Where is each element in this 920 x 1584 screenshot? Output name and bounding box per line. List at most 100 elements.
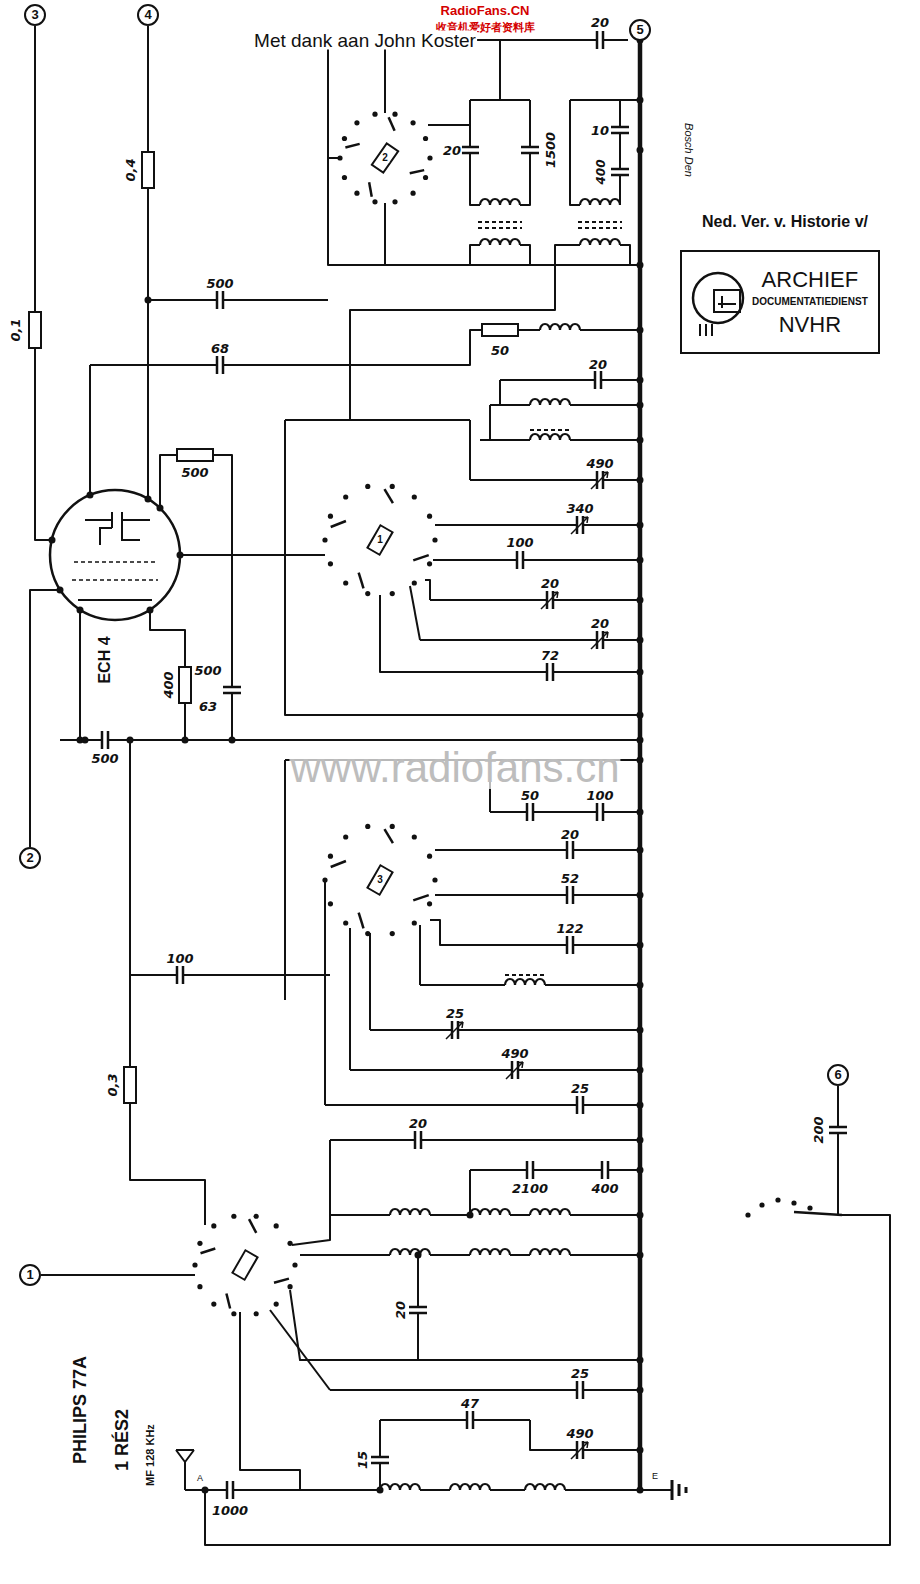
wire: [130, 974, 330, 976]
wire: [640, 1489, 672, 1491]
capacitor-value: 500: [205, 277, 234, 290]
wire: [420, 984, 640, 986]
junction-dot: [637, 1027, 644, 1034]
tube-pin: [177, 552, 184, 559]
wire: [619, 100, 621, 205]
switch-contact: [745, 1212, 750, 1217]
switch-contact: [427, 155, 432, 160]
wire: [620, 245, 630, 265]
capacitor-gap: [596, 803, 604, 821]
wire: [147, 26, 149, 499]
wire: [400, 671, 640, 673]
wire: [35, 26, 52, 540]
logo-detail: [700, 296, 736, 336]
capacitor-value: 490: [585, 457, 614, 470]
switch-contact: [412, 580, 417, 585]
wire: [510, 1214, 530, 1216]
terminal-circle: 3: [24, 4, 46, 26]
capacitor-gap: [176, 966, 184, 984]
variable-arrow: [591, 472, 608, 489]
wire: [450, 524, 640, 526]
capacitor-gap: [601, 1161, 609, 1179]
switch-rotor: [232, 1250, 257, 1280]
capacitor-symbol: [467, 1411, 473, 1429]
switch-contact: [791, 1200, 796, 1205]
variable-arrow: [591, 632, 608, 649]
capacitor-value: 340: [565, 502, 594, 515]
capacitor-value: 2100: [511, 1182, 549, 1195]
variable-arrow: [446, 1022, 463, 1039]
ferrite-core: [578, 221, 622, 223]
capacitor-symbol: [223, 687, 241, 693]
switch-contact: [807, 1205, 812, 1210]
switch-contact: [390, 824, 395, 829]
antenna-symbol: [176, 1450, 194, 1490]
capacitor-gap: [576, 1381, 584, 1399]
wire: [349, 928, 351, 1070]
wire: [420, 1489, 450, 1491]
tube-pin: [157, 505, 164, 512]
switch-contact: [343, 494, 348, 499]
junction-dot: [637, 557, 644, 564]
capacitor-value: 50: [520, 789, 540, 802]
wire: [330, 1389, 640, 1391]
wire: [300, 1254, 390, 1256]
variable-arrow: [506, 1062, 523, 1079]
switch-contact: [365, 484, 370, 489]
resistor-symbol: [29, 312, 41, 348]
junction-dot: [637, 637, 644, 644]
handwritten-note: Bosch Den: [683, 122, 694, 178]
capacitor-value: 1000: [211, 1504, 249, 1517]
capacitor-value: 490: [565, 1427, 594, 1440]
switch-contact: [292, 1262, 297, 1267]
wire: [510, 1254, 530, 1256]
junction-dot: [637, 597, 644, 604]
tube-pin: [57, 587, 64, 594]
stamp-logo: [688, 264, 750, 344]
watermark: www.radiofans.cn: [289, 747, 620, 789]
wire: [430, 920, 640, 945]
junction-dot: [467, 1212, 474, 1219]
wire: [30, 590, 60, 847]
wire: [430, 599, 640, 601]
coil-symbol: [540, 324, 580, 330]
wire: [430, 1254, 470, 1256]
model-subtitle: 1 RÉS2: [113, 1408, 131, 1472]
switch-contact: [328, 901, 333, 906]
switch-contact: [412, 494, 417, 499]
junction-dot: [637, 847, 644, 854]
capacitor-value: 25: [570, 1082, 590, 1095]
switch-rotor: [372, 143, 398, 172]
wire: [185, 1489, 380, 1491]
junction-dot: [637, 1212, 644, 1219]
capacitor-gap: [596, 31, 604, 49]
switch-number: 2: [381, 153, 389, 163]
antenna-terminal: A: [196, 1474, 204, 1483]
wire: [419, 925, 421, 985]
junction-dot: [637, 669, 644, 676]
switch-contact: [322, 537, 327, 542]
switch-arm: [274, 1279, 289, 1283]
wire: [324, 880, 326, 1105]
capacitor-value: 72: [540, 649, 560, 662]
capacitor-gap: [516, 551, 524, 569]
capacitor-symbol: [409, 1307, 427, 1313]
wire: [379, 1420, 381, 1490]
wire: [130, 1103, 205, 1225]
junction-dot: [637, 737, 644, 744]
junction-dot: [637, 1357, 644, 1364]
ferrite-core: [505, 974, 545, 976]
capacitor-value: 25: [445, 1007, 465, 1020]
terminal-circle: 4: [137, 4, 159, 26]
coil-symbol: [480, 239, 520, 245]
capacitor-symbol: [227, 1481, 233, 1499]
resistor-value: 0,4: [124, 157, 137, 182]
wire: [470, 245, 480, 265]
ferrite-core: [578, 227, 622, 229]
coil-symbol: [470, 1209, 510, 1215]
wire: [570, 1214, 640, 1216]
wire: [435, 524, 450, 526]
resistor-symbol: [179, 667, 191, 703]
capacitor-value: 500: [90, 752, 119, 765]
capacitor-symbol: [602, 1161, 608, 1179]
